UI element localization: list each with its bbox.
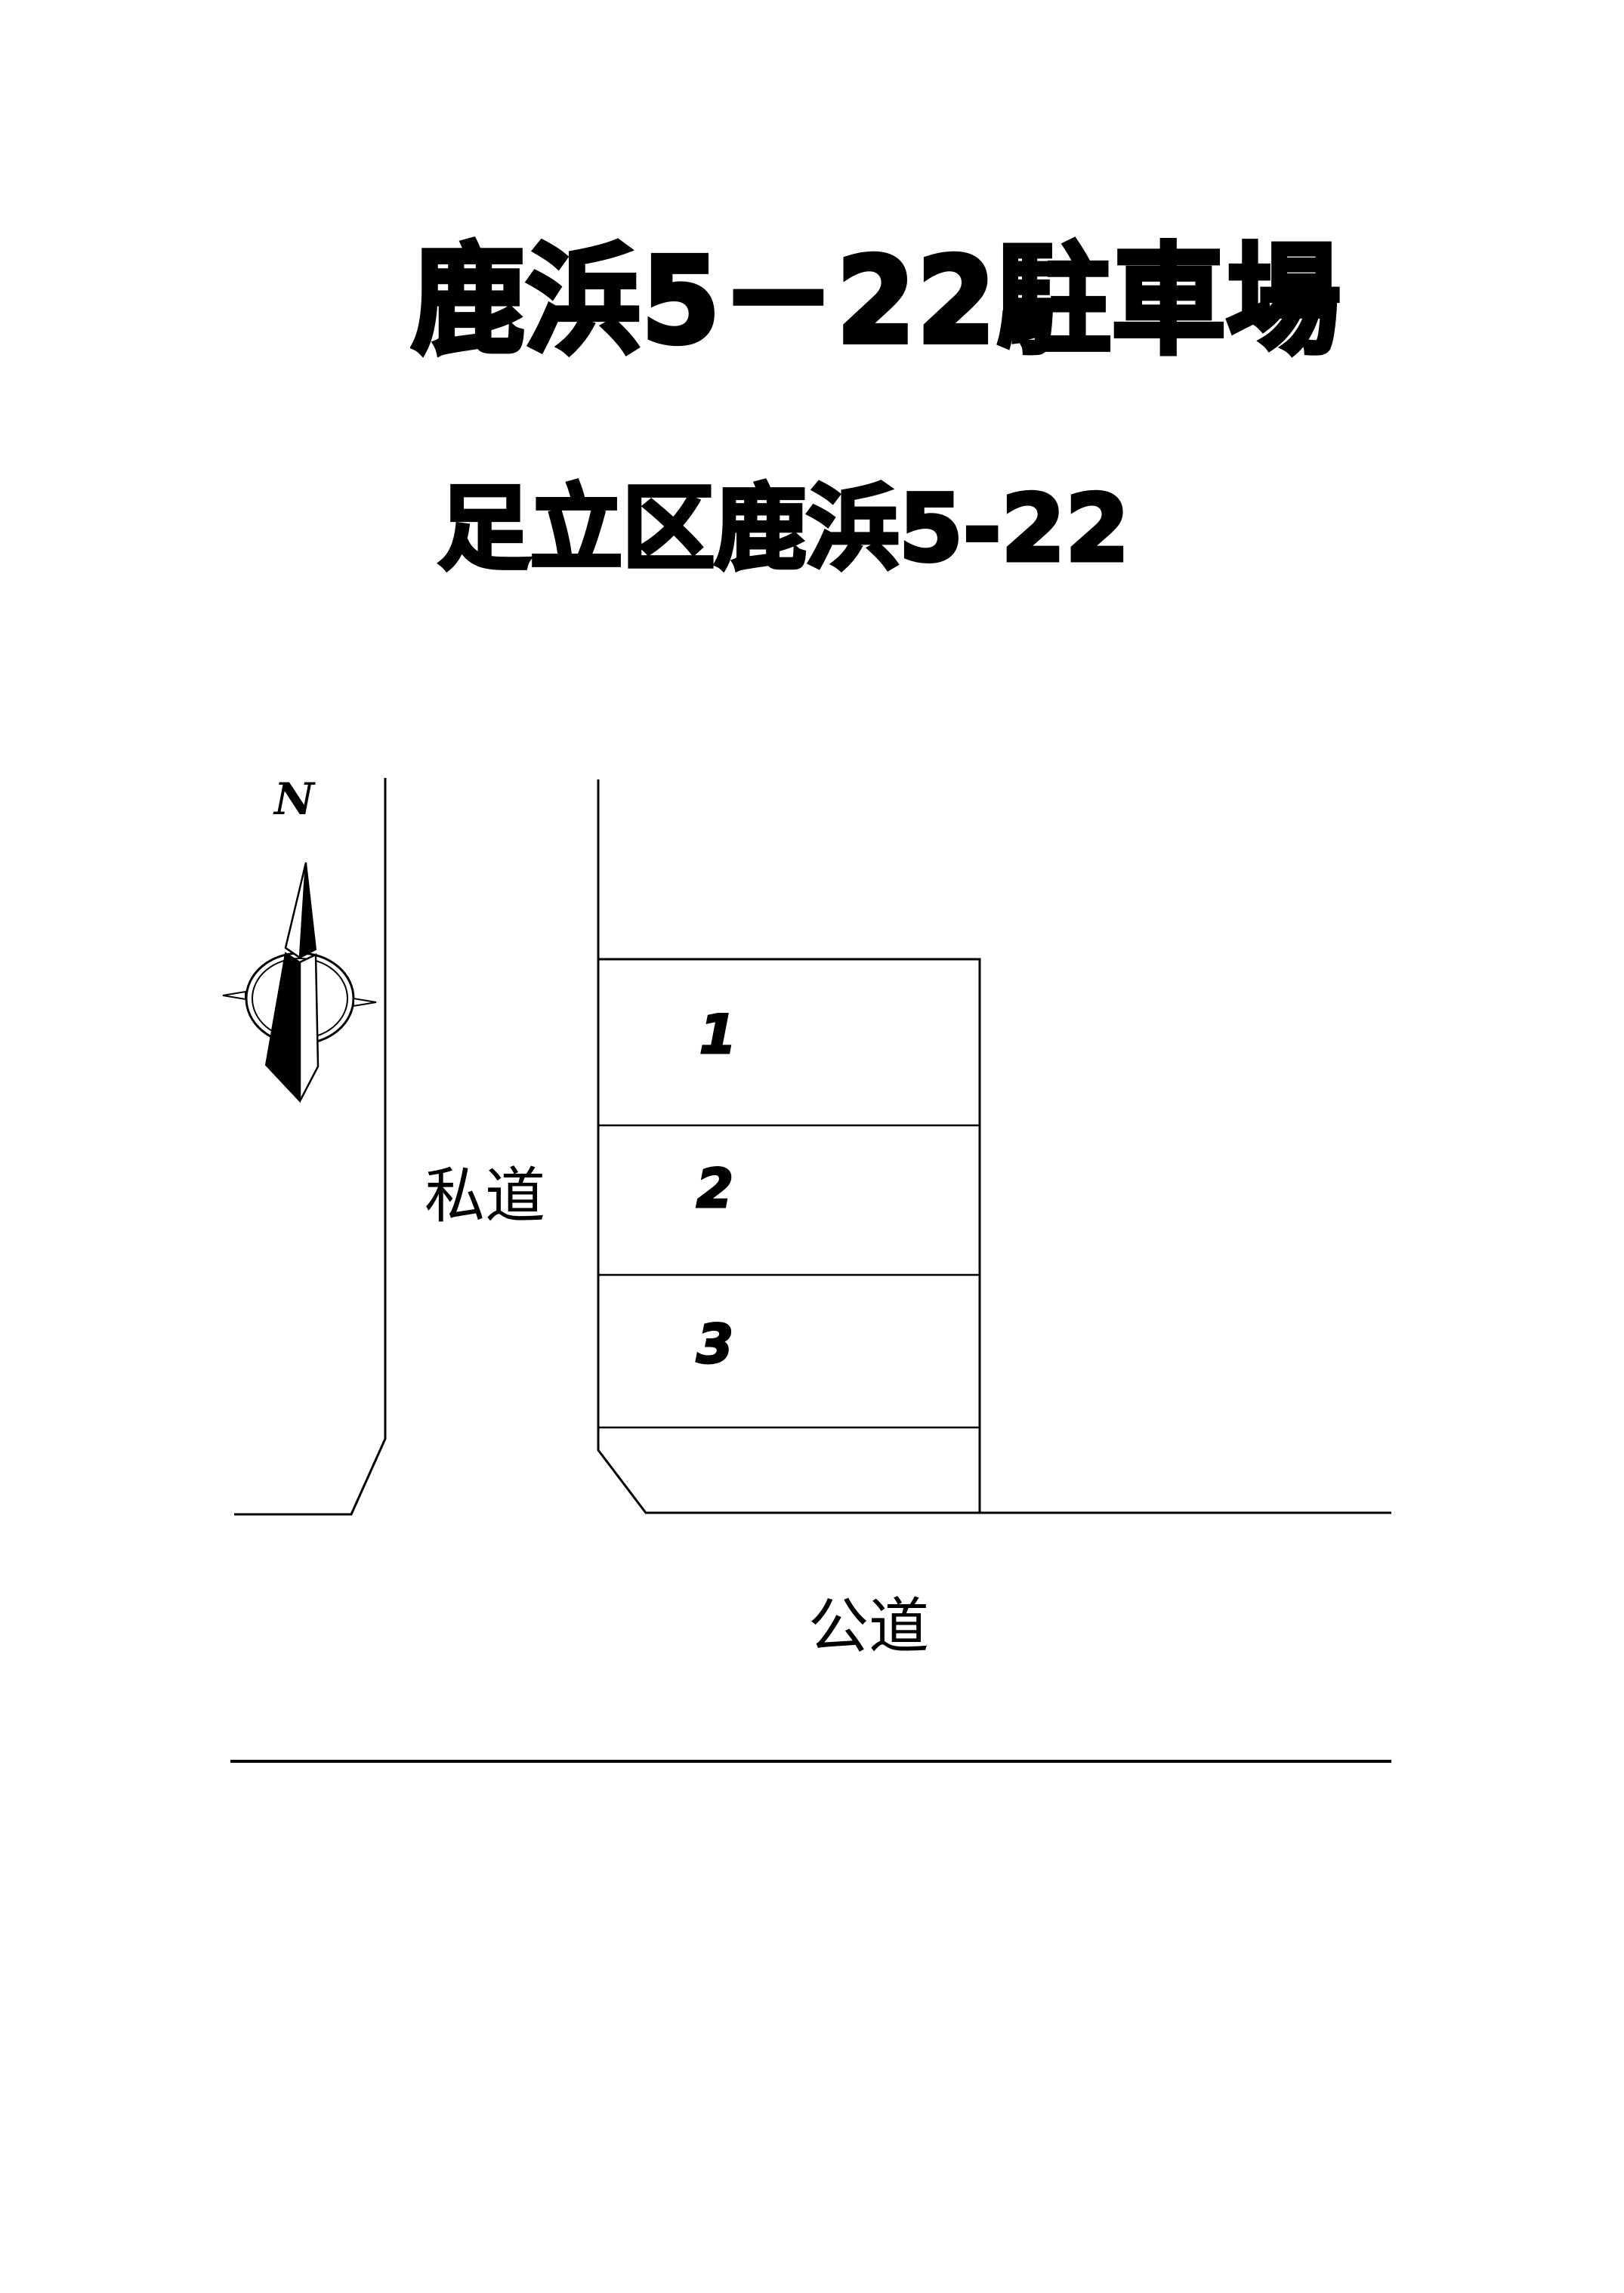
parking-space-dividers bbox=[598, 1124, 980, 1429]
private-road-label: 私道 bbox=[425, 1161, 545, 1231]
parking-space-1: 1 bbox=[699, 1004, 738, 1066]
private-road-left-boundary bbox=[234, 778, 387, 1516]
compass-icon bbox=[222, 862, 377, 1103]
compass-north-label: N bbox=[274, 773, 315, 825]
address-subtitle: 足立区鹿浜5-22 bbox=[436, 474, 1131, 585]
page-title: 鹿浜5－22駐車場 bbox=[409, 232, 1342, 372]
parking-space-3: 3 bbox=[696, 1313, 735, 1376]
parking-space-2: 2 bbox=[696, 1158, 735, 1221]
public-road-label: 公道 bbox=[808, 1591, 929, 1662]
lot-boundary bbox=[597, 779, 1391, 1514]
